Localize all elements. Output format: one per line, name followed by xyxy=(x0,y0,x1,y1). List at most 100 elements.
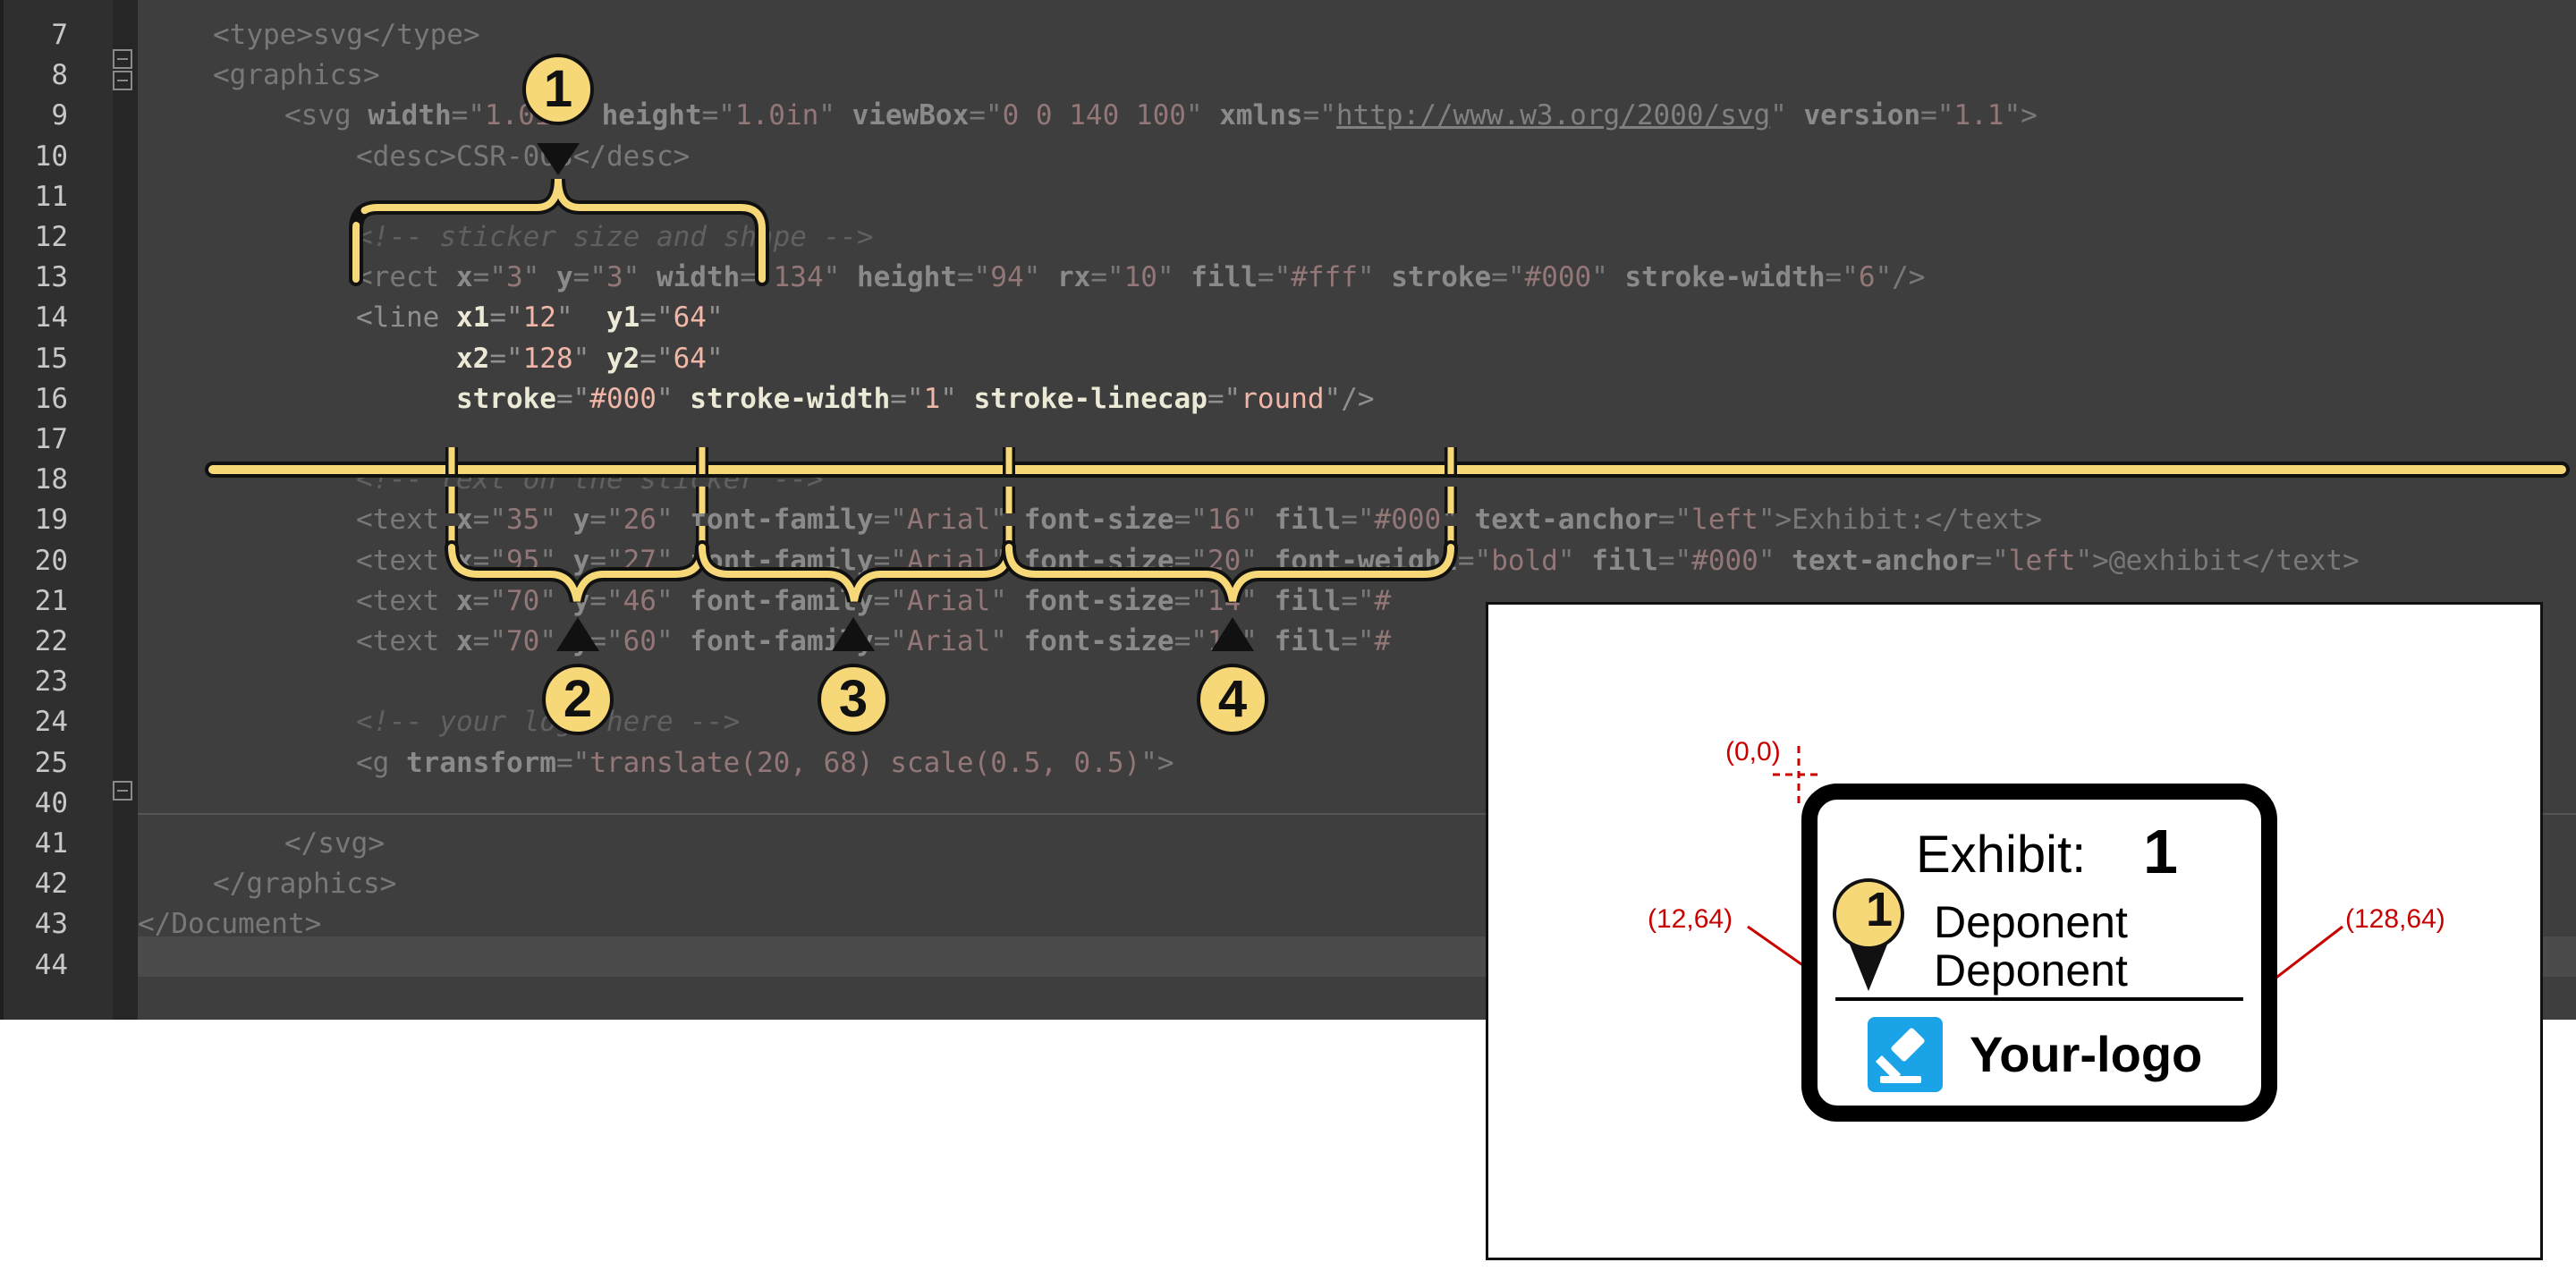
code-token: stroke-width xyxy=(690,382,891,415)
line-number: 22 xyxy=(34,625,68,657)
line-end-label: (128,64) xyxy=(2345,904,2445,934)
code-token: " xyxy=(1157,261,1191,294)
code-token: =" xyxy=(1341,584,1375,617)
code-line[interactable]: <graphics> xyxy=(213,55,380,96)
line-number: 42 xyxy=(34,868,68,901)
code-line[interactable]: <rect x="3" y="3" width="134" height="94… xyxy=(356,258,1925,298)
code-token: height xyxy=(856,261,957,294)
code-line[interactable]: </svg> xyxy=(284,824,385,864)
code-token: x xyxy=(455,625,473,657)
code-token: font-family xyxy=(690,544,874,577)
code-token: =" xyxy=(1341,625,1375,657)
code-token: =" xyxy=(589,625,623,657)
code-token: </Document> xyxy=(138,908,322,941)
code-token: transform xyxy=(406,746,556,779)
exhibit-label: Exhibit: xyxy=(1916,826,2087,884)
origin-label: (0,0) xyxy=(1725,737,1781,767)
code-token: y xyxy=(572,544,590,577)
code-token: =" xyxy=(472,584,506,617)
code-token: stroke-linecap xyxy=(973,382,1208,415)
code-token: =" xyxy=(589,544,623,577)
code-token: 1 xyxy=(923,382,941,415)
code-token: <desc>CSR-003</desc> xyxy=(356,140,691,173)
code-token: =" xyxy=(1257,261,1292,294)
line-number: 43 xyxy=(34,908,68,941)
code-token: =" xyxy=(1302,99,1336,132)
code-token: 70 xyxy=(505,625,540,657)
exhibit-number: 1 xyxy=(2143,817,2178,886)
code-token: 1.1 xyxy=(1953,99,2004,132)
code-token: #000 xyxy=(589,382,657,415)
code-token: width xyxy=(656,261,741,294)
code-token: #000 xyxy=(1691,544,1758,577)
code-line[interactable]: </graphics> xyxy=(213,864,396,904)
code-line[interactable]: </Document> xyxy=(138,904,321,945)
code-token: " xyxy=(656,382,691,415)
fold-toggle-graphics[interactable] xyxy=(113,49,132,69)
code-token: font-size xyxy=(1023,584,1174,617)
code-token: =" xyxy=(640,301,674,335)
code-token: stroke xyxy=(455,382,556,415)
code-token: Arial xyxy=(906,544,991,577)
code-token: rx xyxy=(1056,261,1091,294)
code-token: font-family xyxy=(690,584,874,617)
fold-toggle-svg[interactable] xyxy=(113,71,132,90)
folded-region-divider xyxy=(138,813,2576,815)
code-token: y xyxy=(572,504,590,537)
deponent-line-2: Deponent xyxy=(1934,945,2128,996)
code-token: http://www.w3.org/2000/svg xyxy=(1335,99,1771,132)
line-number: 40 xyxy=(34,786,68,819)
code-token: " xyxy=(539,625,573,657)
code-token: " xyxy=(623,261,657,294)
code-token: translate(20, 68) scale(0.5, 0.5) xyxy=(589,746,1141,779)
code-token: 0 0 140 100 xyxy=(1002,99,1186,132)
code-token: text-anchor xyxy=(1474,504,1658,537)
code-line[interactable]: <!-- text on the sticker --> xyxy=(356,460,824,500)
code-line[interactable]: x2="128" y2="64" xyxy=(356,339,724,379)
line-number: 15 xyxy=(34,342,68,375)
code-token: =" xyxy=(1174,625,1208,657)
code-token: ">Exhibit:</text> xyxy=(1758,504,2043,537)
code-line[interactable]: <!-- sticker size and shape --> xyxy=(356,217,874,258)
line-number: 12 xyxy=(34,221,68,253)
code-token: y xyxy=(572,584,590,617)
code-token: fill xyxy=(1274,625,1342,657)
code-line[interactable]: <g transform="translate(20, 68) scale(0.… xyxy=(356,743,1174,784)
line-number: 11 xyxy=(34,180,68,213)
code-line[interactable]: <text x="70" y="60" font-family="Arial" … xyxy=(356,622,1391,662)
code-token: y xyxy=(555,261,573,294)
code-line[interactable]: <text x="35" y="26" font-family="Arial" … xyxy=(356,500,2042,540)
code-line[interactable]: <text x="95" y="27" font-family="Arial" … xyxy=(356,541,2360,581)
code-token: stroke-width xyxy=(1624,261,1826,294)
code-token: " xyxy=(1023,261,1057,294)
code-token: =" xyxy=(1341,504,1375,537)
code-line[interactable]: <desc>CSR-003</desc> xyxy=(356,137,690,177)
code-line[interactable]: stroke="#000" stroke-width="1" stroke-li… xyxy=(356,379,1375,419)
code-token: =" xyxy=(1090,261,1124,294)
code-line[interactable]: <line x1="12" y1="64" xyxy=(356,298,724,338)
code-token: #000 xyxy=(1374,504,1442,537)
code-line[interactable]: <type>svg</type> xyxy=(213,15,480,55)
line-number: 7 xyxy=(51,19,68,51)
fold-toggle-g[interactable] xyxy=(113,781,132,801)
code-token: =" xyxy=(890,382,924,415)
code-token: <svg xyxy=(284,99,369,132)
code-token: stroke xyxy=(1391,261,1492,294)
code-token: 26 xyxy=(623,504,657,537)
code-token: #fff xyxy=(1291,261,1358,294)
code-line[interactable]: <text x="70" y="46" font-family="Arial" … xyxy=(356,581,1391,622)
sticker: Exhibit: 1 Deponent Deponent Your-logo 1 xyxy=(1801,784,2277,1122)
code-token: " xyxy=(1591,261,1625,294)
code-token: "/> xyxy=(1324,382,1375,415)
code-token: =" xyxy=(555,382,590,415)
code-token: <type>svg</type> xyxy=(213,19,480,51)
callout-4: 4 xyxy=(1197,664,1268,735)
code-token: round xyxy=(1241,382,1325,415)
code-token: y2 xyxy=(606,342,640,375)
code-token: " xyxy=(1357,261,1392,294)
code-token: =" xyxy=(489,301,523,335)
code-token: =" xyxy=(1657,504,1692,537)
code-token: " xyxy=(990,625,1024,657)
code-token: x xyxy=(455,544,473,577)
code-token: version xyxy=(1803,99,1921,132)
